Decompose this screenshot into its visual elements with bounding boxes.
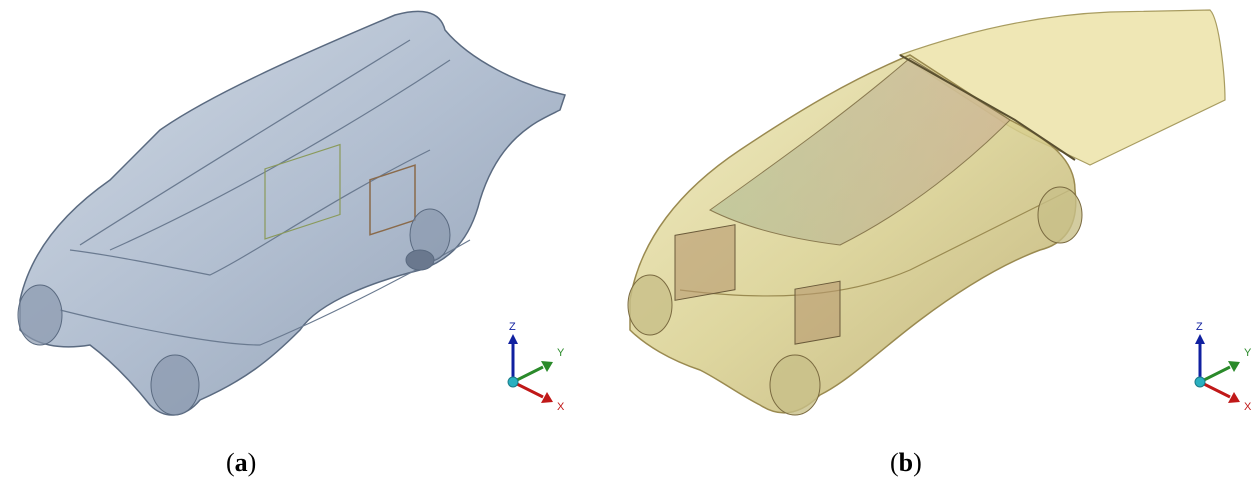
y-axis-label: Y [1244, 347, 1252, 359]
door-frame-side [794, 280, 841, 345]
z-axis-head [1195, 334, 1205, 344]
caption-b: (b) [890, 448, 922, 477]
panel-b: Z Y X (b) [620, 0, 1260, 482]
wheel-rear-right [405, 249, 435, 271]
car-body-shell [19, 10, 566, 416]
cabin-area [709, 57, 1011, 246]
door-frame-front [674, 224, 736, 301]
y-axis-label: Y [557, 347, 565, 359]
wheel-front-right [150, 354, 200, 416]
x-axis-arrow [1199, 380, 1231, 399]
z-axis-label: Z [1196, 321, 1203, 333]
car-model-a: Z Y X [17, 10, 566, 416]
wheel-front-right [769, 354, 821, 416]
x-axis-head [541, 392, 553, 403]
y-axis-head [541, 361, 553, 372]
panel-a: Z Y X (a) [0, 0, 620, 482]
z-axis-head [508, 334, 518, 344]
y-axis-arrow [1199, 365, 1231, 384]
door-frame-1 [264, 143, 341, 240]
car-model-b: Z Y X [627, 9, 1252, 416]
x-axis-label: X [557, 401, 565, 413]
roof-line [79, 39, 451, 251]
wheel-rear [1037, 186, 1083, 244]
x-axis-label: X [1244, 401, 1252, 413]
x-axis-arrow [512, 380, 544, 399]
wheel-front-left [627, 274, 673, 336]
door-frame-2 [369, 164, 416, 236]
side-sill [59, 239, 471, 346]
axis-origin [507, 376, 519, 388]
z-axis-label: Z [509, 321, 516, 333]
axis-triad-a: Z Y X [507, 321, 565, 413]
caption-a: (a) [226, 448, 257, 477]
axis-triad-b: Z Y X [1194, 321, 1252, 413]
axis-origin [1194, 376, 1206, 388]
roof-seam [899, 54, 1076, 161]
side-line [679, 189, 1071, 297]
y-axis-head [1228, 361, 1240, 372]
wheel-front-left [17, 284, 63, 346]
y-axis-arrow [512, 365, 544, 384]
windshield-edge [69, 149, 431, 276]
x-axis-head [1228, 392, 1240, 403]
